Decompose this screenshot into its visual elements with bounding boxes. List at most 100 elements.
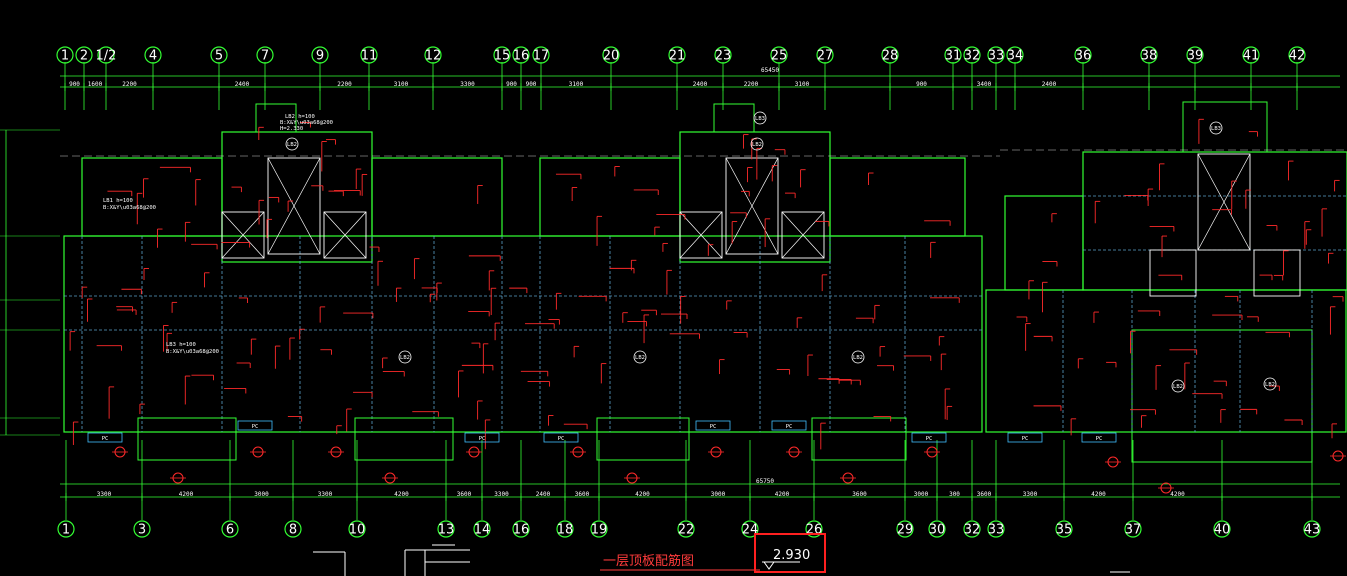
dim-bottom-label: 4200 <box>394 491 409 498</box>
dim-bottom-label: 3000 <box>914 491 929 498</box>
dim-bottom-label: 4200 <box>1170 491 1185 498</box>
svg-text:32: 32 <box>964 49 981 64</box>
axis-bubble-top: 33 <box>987 46 1005 64</box>
svg-text:LB3: LB3 <box>1211 126 1221 132</box>
slab-note-6: LB3 h=100 <box>166 342 196 348</box>
svg-text:7: 7 <box>261 49 269 64</box>
dim-bottom-label: 3600 <box>852 491 867 498</box>
axis-bubble-top: 20 <box>602 46 620 64</box>
svg-text:10: 10 <box>349 523 366 538</box>
axis-bubble-top: 27 <box>816 46 834 64</box>
dim-top-label: 3100 <box>795 81 810 88</box>
svg-text:33: 33 <box>988 523 1005 538</box>
dim-bottom-label: 3600 <box>457 491 472 498</box>
pc-tag-label: PC <box>786 424 793 430</box>
axis-bubble-bottom: 32 <box>963 520 981 538</box>
svg-text:LB3: LB3 <box>755 116 765 122</box>
dim-top-label: 3100 <box>394 81 409 88</box>
elevation-marker[interactable]: 2.930 <box>754 533 826 573</box>
overall-dimension-bottom: 65750 <box>756 478 774 485</box>
dim-top-label: 900 <box>916 81 927 88</box>
svg-text:32: 32 <box>964 523 981 538</box>
svg-text:19: 19 <box>591 523 608 538</box>
dim-bottom-label: 4200 <box>179 491 194 498</box>
overall-dimension-top: 65450 <box>761 67 779 74</box>
svg-text:17: 17 <box>533 49 550 64</box>
axis-bubble-top: 16 <box>512 46 530 64</box>
pc-tag-label: PC <box>102 436 109 442</box>
slab-note-4: LB1 h=100 <box>103 198 133 204</box>
svg-text:LB2: LB2 <box>853 355 863 361</box>
axis-bubble-top: 34 <box>1006 46 1024 64</box>
slab-tag-lb2-a: LB2 <box>285 137 299 151</box>
axis-bubble-top: 23 <box>714 46 732 64</box>
axis-bubble-top: 17 <box>532 46 550 64</box>
pc-tag-label: PC <box>926 436 933 442</box>
rebar-marks <box>69 118 1346 494</box>
axis-bubble-top: 11 <box>360 46 378 64</box>
svg-text:40: 40 <box>1214 523 1231 538</box>
dim-top-label: 900 <box>69 81 80 88</box>
axis-bubble-top: 42 <box>1288 46 1306 64</box>
pc-tag-label: PC <box>1096 436 1103 442</box>
svg-text:5: 5 <box>215 49 223 64</box>
slab-note-7: B:X&Y\u03a68@200 <box>166 349 219 355</box>
elevator-shafts <box>221 153 1301 297</box>
axis-bubble-top: 38 <box>1140 46 1158 64</box>
pc-tag-label: PC <box>252 424 259 430</box>
dim-bottom-label: 3000 <box>711 491 726 498</box>
svg-text:39: 39 <box>1187 49 1204 64</box>
axis-bubble-bottom: 37 <box>1124 520 1142 538</box>
svg-text:37: 37 <box>1125 523 1142 538</box>
dim-top-label: 900 <box>526 81 537 88</box>
dim-bottom-label: 4200 <box>635 491 650 498</box>
axis-bubble-bottom: 35 <box>1055 520 1073 538</box>
axis-bubble-top: 2 <box>75 46 93 64</box>
dim-top-label: 3400 <box>977 81 992 88</box>
svg-text:15: 15 <box>494 49 511 64</box>
axis-bubble-top: 39 <box>1186 46 1204 64</box>
dim-top-label: 2400 <box>235 81 250 88</box>
dim-top-label: 2200 <box>744 81 759 88</box>
axis-bubble-bottom: 19 <box>590 520 608 538</box>
slab-tag-lb2-d: LB2 <box>633 350 647 364</box>
svg-text:16: 16 <box>513 523 530 538</box>
svg-text:20: 20 <box>603 49 620 64</box>
dim-top-label: 2400 <box>1042 81 1057 88</box>
slab-tag-lb2-e: LB2 <box>851 350 865 364</box>
svg-text:9: 9 <box>316 49 324 64</box>
section-detail-fragment <box>313 544 1130 576</box>
svg-text:LB2: LB2 <box>635 355 645 361</box>
axis-bubble-bottom: 3 <box>133 520 151 538</box>
dim-top-label: 3300 <box>460 81 475 88</box>
dim-top-label: 2200 <box>122 81 137 88</box>
svg-text:25: 25 <box>771 49 788 64</box>
axis-bubble-bottom: 18 <box>556 520 574 538</box>
axis-bubble-top: 9 <box>311 46 329 64</box>
axis-bubble-top: 21 <box>668 46 686 64</box>
axis-bubble-top: 12 <box>424 46 442 64</box>
pc-tag-label: PC <box>1022 436 1029 442</box>
dim-bottom-label: 300 <box>949 491 960 498</box>
axis-bubble-bottom: 16 <box>512 520 530 538</box>
dim-bottom-label: 3000 <box>254 491 269 498</box>
svg-text:27: 27 <box>817 49 834 64</box>
dim-top-label: 900 <box>506 81 517 88</box>
slab-tag-lb2-g: LB2 <box>1263 377 1277 391</box>
axis-bubble-bottom: 40 <box>1213 520 1231 538</box>
svg-text:16: 16 <box>513 49 530 64</box>
svg-text:8: 8 <box>289 523 297 538</box>
slab-tag-lb2-f: LB2 <box>1171 379 1185 393</box>
svg-text:35: 35 <box>1056 523 1073 538</box>
slab-tag-lb2-c: LB2 <box>398 350 412 364</box>
axis-bubble-top: 28 <box>881 46 899 64</box>
axis-bubble-bottom: 8 <box>284 520 302 538</box>
axis-bubble-bottom: 30 <box>928 520 946 538</box>
pc-tag-label: PC <box>710 424 717 430</box>
svg-text:43: 43 <box>1304 523 1321 538</box>
svg-text:22: 22 <box>678 523 695 538</box>
axis-bubble-top: 7 <box>256 46 274 64</box>
